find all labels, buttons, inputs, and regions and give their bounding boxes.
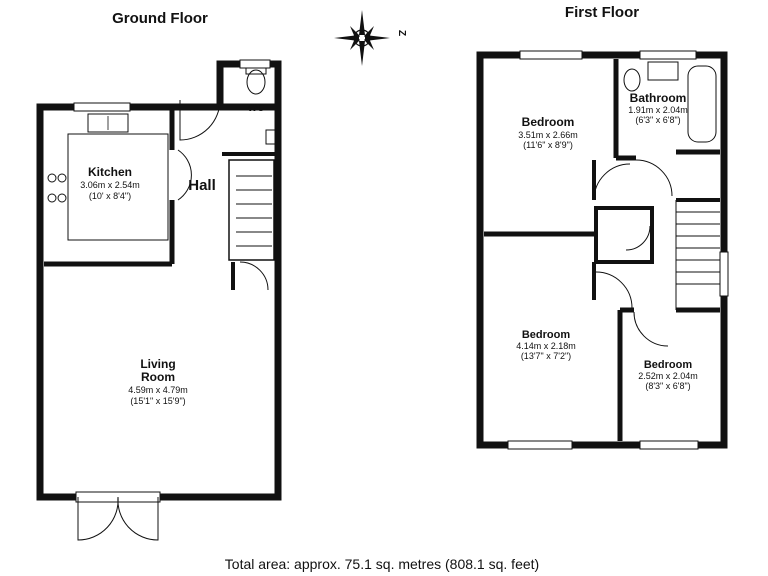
- first-floor-plan: [476, 50, 729, 450]
- living-room-label-line2: Room: [141, 370, 175, 384]
- total-area-text: Total area: approx. 75.1 sq. metres (808…: [225, 556, 539, 572]
- bedroom1-imperial: (11'6" x 8'9"): [523, 140, 573, 150]
- ground-floor-title: Ground Floor: [112, 10, 208, 27]
- living-room-dims: 4.59m x 4.79m: [128, 385, 188, 395]
- compass-icon: [334, 10, 390, 66]
- bathroom-dims: 1.91m x 2.04m: [628, 105, 688, 115]
- bedroom3-dims: 2.52m x 2.04m: [638, 371, 698, 381]
- compass-north-label: Z: [396, 30, 407, 36]
- bathroom-label: Bathroom: [630, 91, 687, 105]
- bedroom1-dims: 3.51m x 2.66m: [518, 130, 578, 140]
- living-room-label-line1: Living: [140, 357, 175, 371]
- bedroom2-dims: 4.14m x 2.18m: [516, 341, 576, 351]
- bathroom-imperial: (6'3" x 6'8"): [635, 115, 680, 125]
- living-room-imperial: (15'1" x 15'9"): [130, 396, 185, 406]
- bedroom2-label: Bedroom: [522, 329, 571, 341]
- hall-label: Hall: [188, 177, 216, 194]
- bedroom3-imperial: (8'3" x 6'8"): [645, 381, 690, 391]
- bedroom2-imperial: (13'7" x 7'2"): [521, 351, 571, 361]
- kitchen-imperial: (10' x 8'4"): [89, 191, 131, 201]
- bedroom1-label: Bedroom: [522, 115, 575, 129]
- ground-floor-plan: [36, 59, 282, 541]
- bedroom3-label: Bedroom: [644, 359, 693, 371]
- kitchen-dims: 3.06m x 2.54m: [80, 180, 140, 190]
- kitchen-label: Kitchen: [88, 165, 132, 179]
- wc-label: WC: [248, 103, 265, 114]
- first-floor-title: First Floor: [565, 4, 639, 21]
